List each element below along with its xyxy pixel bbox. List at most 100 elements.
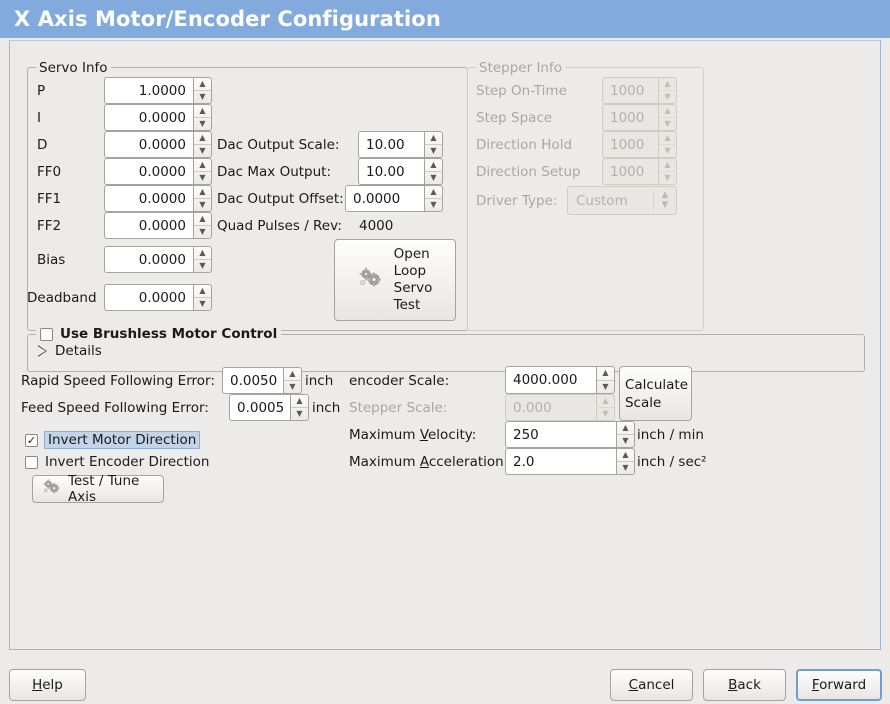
feed-error-value[interactable]: 0.0005: [229, 394, 290, 421]
spin-up-icon[interactable]: ▲: [597, 367, 614, 381]
rapid-error-spinner[interactable]: ▲ ▼: [283, 367, 302, 394]
use-brushless-checkbox[interactable]: Use Brushless Motor Control: [36, 326, 282, 342]
dac-output-offset-value[interactable]: 0.0000: [345, 185, 424, 212]
cancel-button[interactable]: Cancel: [610, 669, 693, 701]
dac-max-output-field[interactable]: 10.00 ▲ ▼: [358, 158, 443, 185]
max-acceleration-spinner[interactable]: ▲ ▼: [616, 448, 635, 475]
max-velocity-value[interactable]: 250: [505, 421, 616, 448]
spin-up-icon[interactable]: ▲: [617, 422, 634, 435]
feed-error-spinner[interactable]: ▲ ▼: [290, 394, 309, 421]
checkbox-box[interactable]: [25, 455, 38, 469]
spin-up-icon[interactable]: ▲: [617, 449, 634, 462]
servo-field-i[interactable]: 0.0000 ▲ ▼: [104, 104, 212, 131]
spin-up-icon[interactable]: ▲: [194, 213, 211, 226]
servo-field-p-value[interactable]: 1.0000: [104, 77, 193, 104]
spin-down-icon[interactable]: ▼: [602, 381, 609, 391]
spin-down-icon[interactable]: ▼: [296, 409, 303, 418]
invert-motor-direction-checkbox[interactable]: ✓ Invert Motor Direction: [25, 431, 201, 449]
servo-field-d-spinner[interactable]: ▲ ▼: [193, 131, 212, 158]
servo-field-d[interactable]: 0.0000 ▲ ▼: [104, 131, 212, 158]
help-button[interactable]: Help: [9, 669, 86, 701]
spin-up-icon[interactable]: ▲: [194, 247, 211, 260]
spin-up-icon[interactable]: ▲: [194, 159, 211, 172]
servo-field-ff2-value[interactable]: 0.0000: [104, 212, 193, 239]
dac-max-output-value[interactable]: 10.00: [358, 158, 424, 185]
servo-field-bias-value[interactable]: 0.0000: [104, 246, 193, 273]
test-tune-axis-button[interactable]: Test / Tune Axis: [32, 473, 164, 505]
spin-down-icon[interactable]: ▼: [622, 463, 629, 472]
dac-output-offset-field[interactable]: 0.0000 ▲ ▼: [345, 185, 443, 212]
servo-field-ff1[interactable]: 0.0000 ▲ ▼: [104, 185, 212, 212]
brushless-frame: [27, 334, 865, 372]
servo-field-d-value[interactable]: 0.0000: [104, 131, 193, 158]
spin-down-icon[interactable]: ▼: [199, 173, 206, 182]
details-expander[interactable]: Details: [38, 343, 102, 359]
max-velocity-spinner[interactable]: ▲ ▼: [616, 421, 635, 448]
spin-up-icon[interactable]: ▲: [425, 186, 442, 199]
dac-output-scale-value[interactable]: 10.00: [358, 131, 424, 158]
dac-output-scale-field[interactable]: 10.00 ▲ ▼: [358, 131, 443, 158]
spin-down-icon[interactable]: ▼: [199, 146, 206, 155]
servo-field-p[interactable]: 1.0000 ▲ ▼: [104, 77, 212, 104]
spin-down-icon[interactable]: ▼: [430, 200, 437, 209]
servo-field-deadband[interactable]: 0.0000 ▲ ▼: [104, 284, 212, 311]
spin-down-icon[interactable]: ▼: [289, 382, 296, 391]
servo-field-ff0-spinner[interactable]: ▲ ▼: [193, 158, 212, 185]
servo-field-ff1-spinner[interactable]: ▲ ▼: [193, 185, 212, 212]
content-panel: Servo Info P 1.0000 ▲ ▼ I 0.0000 ▲ ▼ D 0…: [9, 40, 881, 650]
calculate-scale-button[interactable]: Calculate Scale: [619, 366, 692, 421]
direction-setup-value: 1000: [602, 158, 658, 185]
servo-field-bias[interactable]: 0.0000 ▲ ▼: [104, 246, 212, 273]
servo-field-ff0-value[interactable]: 0.0000: [104, 158, 193, 185]
spin-down-icon[interactable]: ▼: [199, 261, 206, 270]
servo-field-deadband-spinner[interactable]: ▲ ▼: [193, 284, 212, 311]
spin-down-icon[interactable]: ▼: [199, 119, 206, 128]
spin-up-icon[interactable]: ▲: [284, 368, 301, 381]
checkbox-box[interactable]: [40, 327, 53, 341]
spin-down-icon[interactable]: ▼: [199, 299, 206, 308]
spin-down-icon[interactable]: ▼: [199, 200, 206, 209]
chevron-right-icon[interactable]: [38, 345, 47, 357]
spin-up-icon[interactable]: ▲: [425, 132, 442, 145]
max-acceleration-value[interactable]: 2.0: [505, 448, 616, 475]
dac-output-offset-spinner[interactable]: ▲ ▼: [424, 185, 443, 212]
stepper-scale-value: 0.000: [505, 394, 596, 421]
servo-field-ff2-spinner[interactable]: ▲ ▼: [193, 212, 212, 239]
forward-button[interactable]: Forward: [796, 669, 882, 701]
servo-field-bias-spinner[interactable]: ▲ ▼: [193, 246, 212, 273]
servo-label-ff2: FF2: [37, 218, 62, 234]
feed-error-field[interactable]: 0.0005 ▲ ▼: [229, 394, 309, 421]
dac-output-scale-spinner[interactable]: ▲ ▼: [424, 131, 443, 158]
encoder-scale-value[interactable]: 4000.000: [505, 366, 596, 394]
invert-encoder-direction-checkbox[interactable]: Invert Encoder Direction: [25, 454, 209, 470]
encoder-scale-field[interactable]: 4000.000 ▲ ▼: [505, 366, 615, 394]
servo-field-ff1-value[interactable]: 0.0000: [104, 185, 193, 212]
servo-field-p-spinner[interactable]: ▲ ▼: [193, 77, 212, 104]
rapid-error-field[interactable]: 0.0050 ▲ ▼: [222, 367, 302, 394]
spin-up-icon[interactable]: ▲: [425, 159, 442, 172]
spin-up-icon[interactable]: ▲: [194, 132, 211, 145]
spin-down-icon[interactable]: ▼: [430, 146, 437, 155]
spin-down-icon[interactable]: ▼: [199, 227, 206, 236]
open-loop-servo-test-button[interactable]: Open Loop Servo Test: [334, 239, 456, 321]
encoder-scale-spinner[interactable]: ▲ ▼: [596, 366, 615, 394]
spin-down-icon[interactable]: ▼: [199, 92, 206, 101]
max-acceleration-field[interactable]: 2.0 ▲ ▼: [505, 448, 635, 475]
checkbox-box[interactable]: ✓: [25, 433, 38, 447]
spin-down-icon[interactable]: ▼: [622, 436, 629, 445]
servo-field-deadband-value[interactable]: 0.0000: [104, 284, 193, 311]
spin-up-icon[interactable]: ▲: [291, 395, 308, 408]
max-velocity-field[interactable]: 250 ▲ ▼: [505, 421, 635, 448]
spin-up-icon[interactable]: ▲: [194, 186, 211, 199]
spin-up-icon[interactable]: ▲: [194, 78, 211, 91]
servo-field-i-value[interactable]: 0.0000: [104, 104, 193, 131]
servo-field-i-spinner[interactable]: ▲ ▼: [193, 104, 212, 131]
rapid-error-value[interactable]: 0.0050: [222, 367, 283, 394]
spin-up-icon[interactable]: ▲: [194, 285, 211, 298]
servo-field-ff0[interactable]: 0.0000 ▲ ▼: [104, 158, 212, 185]
back-button[interactable]: Back: [703, 669, 786, 701]
dac-max-output-spinner[interactable]: ▲ ▼: [424, 158, 443, 185]
spin-down-icon[interactable]: ▼: [430, 173, 437, 182]
spin-up-icon[interactable]: ▲: [194, 105, 211, 118]
servo-field-ff2[interactable]: 0.0000 ▲ ▼: [104, 212, 212, 239]
